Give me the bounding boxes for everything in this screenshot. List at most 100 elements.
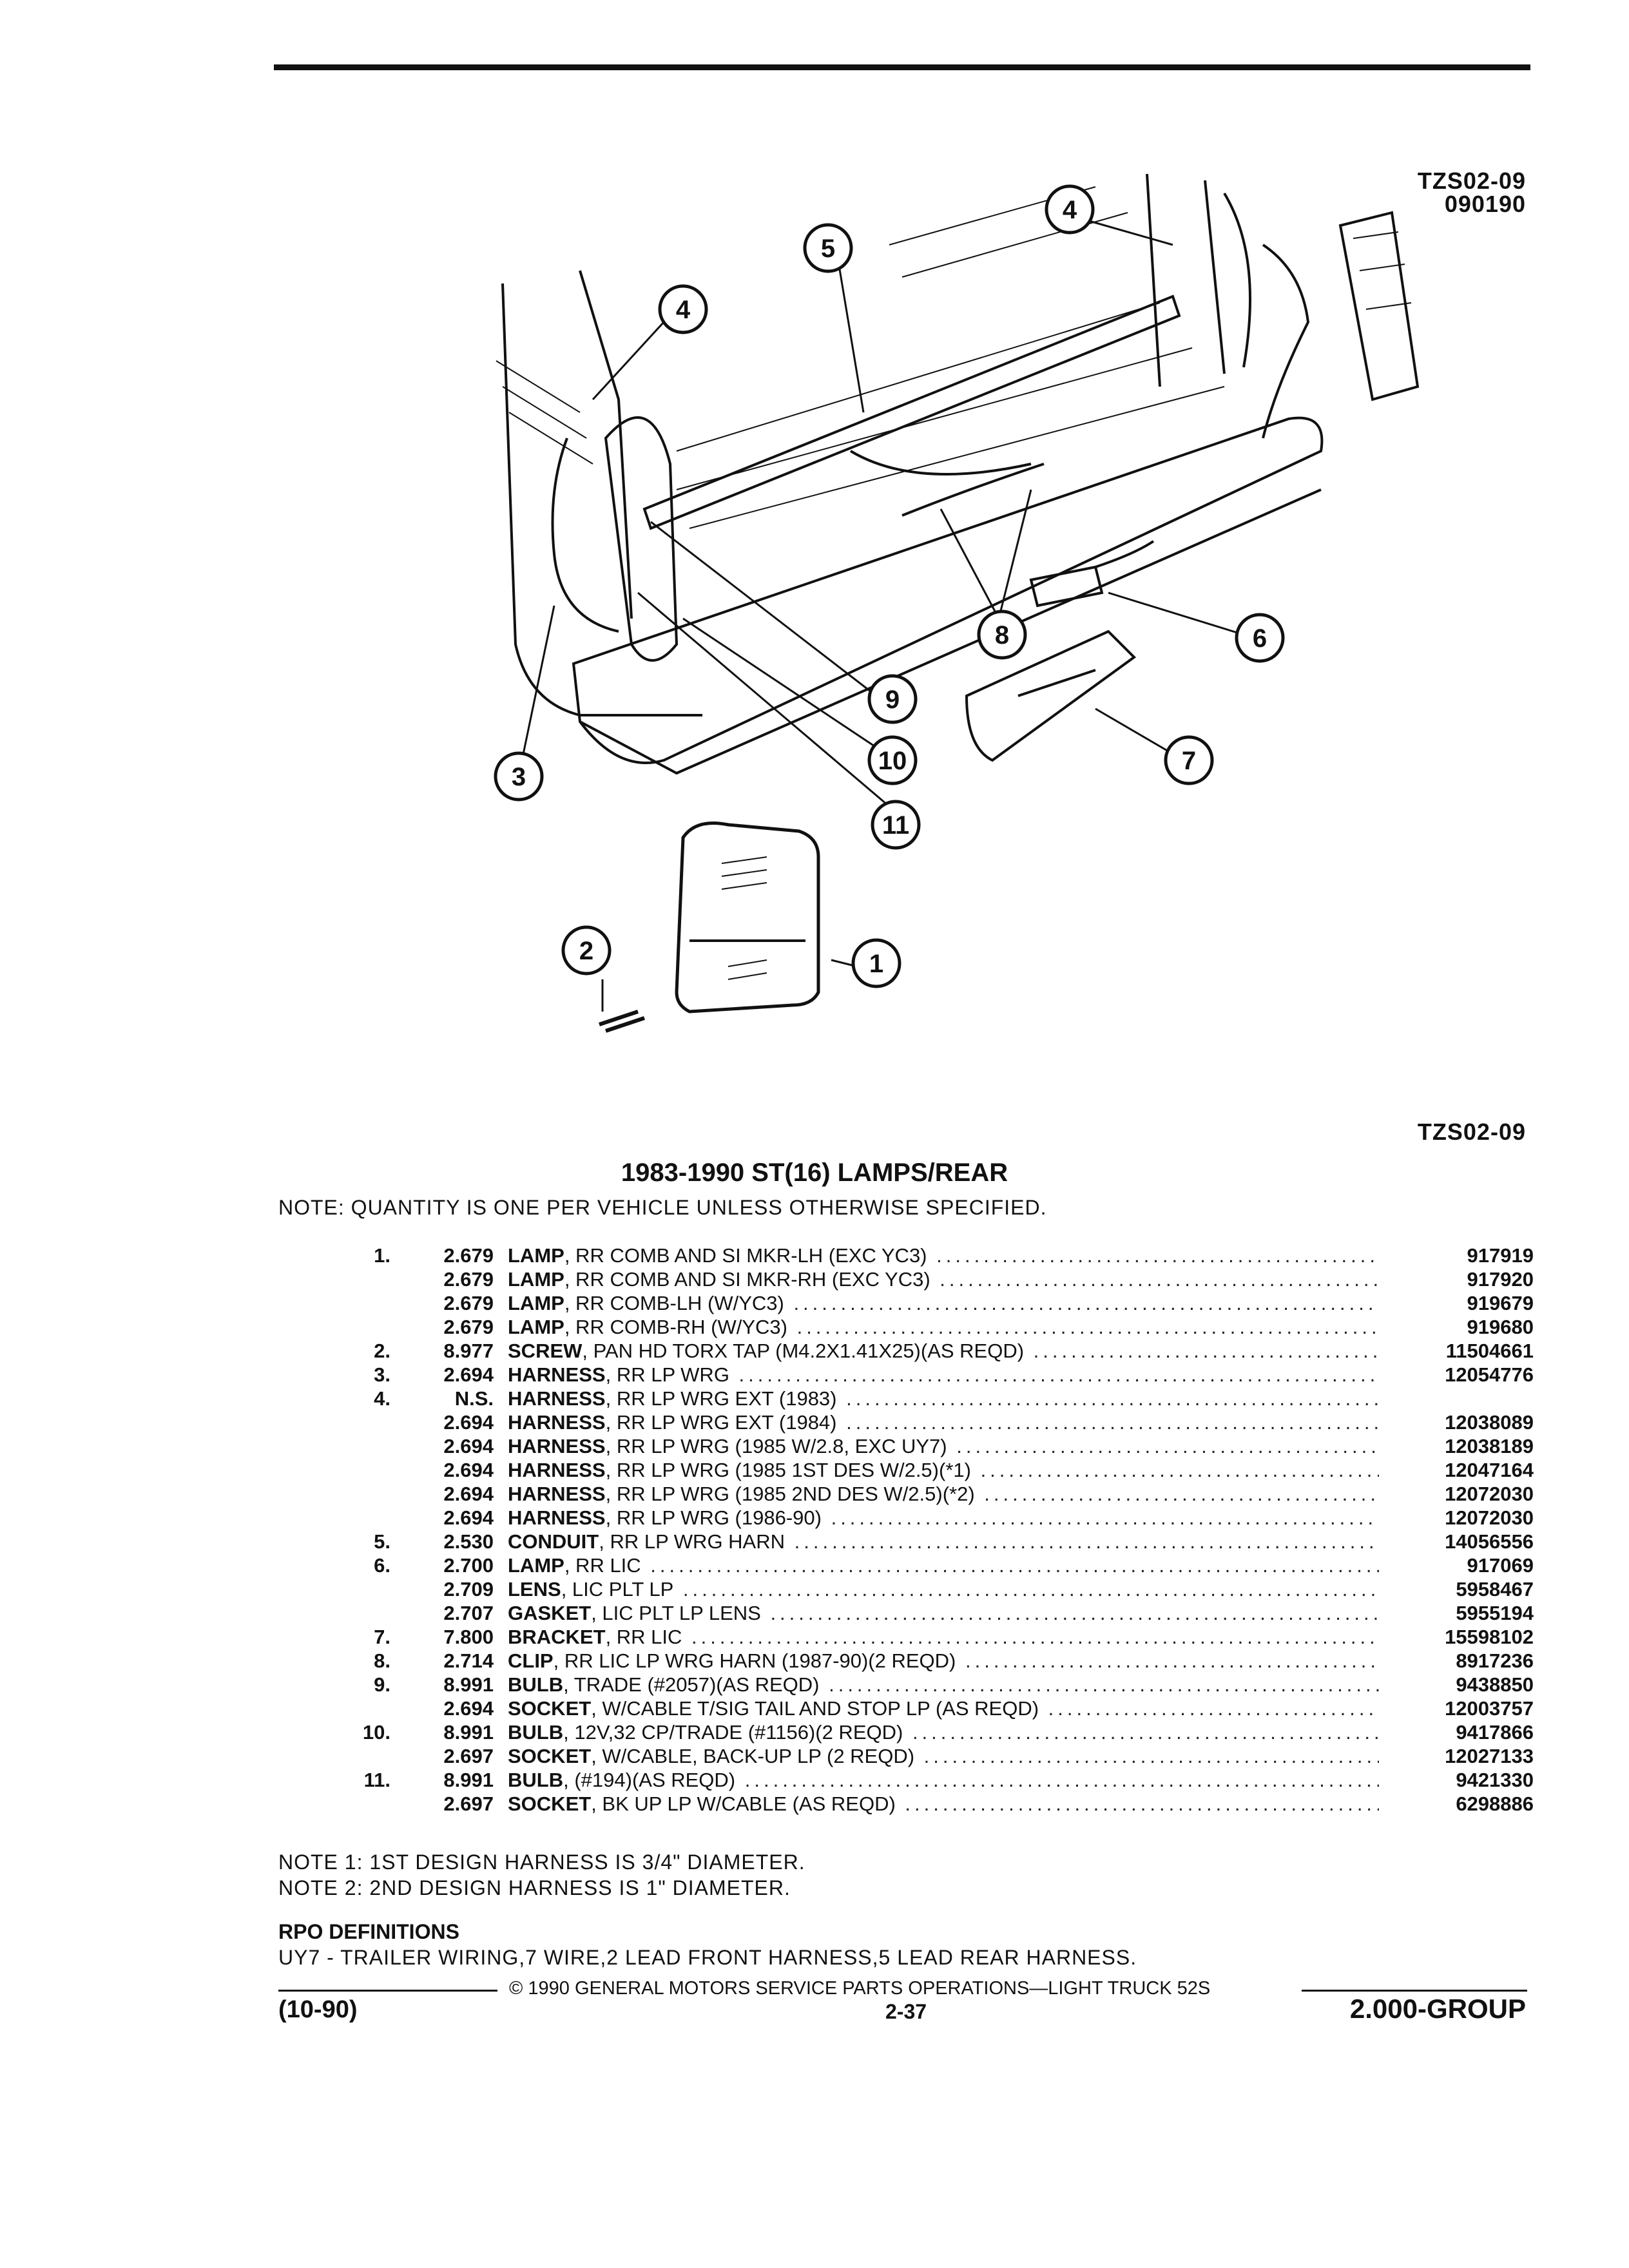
svg-text:5: 5 xyxy=(821,235,835,263)
top-rule xyxy=(274,64,1530,70)
part-key: 8. xyxy=(374,1649,390,1672)
leader-dots: ........................................… xyxy=(793,1292,1379,1314)
part-description: GASKET, LIC PLT LP LENS ................… xyxy=(508,1601,1379,1625)
callout-3: 3 xyxy=(494,751,544,802)
harness-left xyxy=(551,437,619,633)
part-group: 2.694 xyxy=(443,1411,494,1434)
part-name: LENS xyxy=(508,1578,561,1600)
part-description: HARNESS, RR LP WRG EXT (1983) ..........… xyxy=(508,1387,1379,1410)
leader-dots: ........................................… xyxy=(770,1602,1379,1624)
part-number: 9421330 xyxy=(1456,1769,1534,1791)
callout-5: 5 xyxy=(803,223,853,273)
part-description: BRACKET, RR LIC ........................… xyxy=(508,1625,1379,1649)
svg-text:11: 11 xyxy=(882,811,909,840)
part-name: SOCKET xyxy=(508,1745,592,1767)
part-detail: , RR LP WRG EXT (1984) xyxy=(605,1411,837,1434)
part-key: 2. xyxy=(374,1340,390,1362)
part-group: N.S. xyxy=(454,1387,494,1410)
leader-dots: ........................................… xyxy=(691,1626,1379,1648)
part-name: HARNESS xyxy=(508,1459,606,1481)
part-group: 8.977 xyxy=(443,1340,494,1362)
footer-date: (10-90) xyxy=(278,1996,358,2023)
part-number: 12054776 xyxy=(1445,1363,1534,1386)
part-description: LAMP, RR COMB-RH (W/YC3) ...............… xyxy=(508,1315,1379,1339)
part-group: 2.694 xyxy=(443,1506,494,1529)
part-number: 9438850 xyxy=(1456,1673,1534,1696)
part-detail: , RR LIC LP WRG HARN (1987-90)(2 REQD) xyxy=(553,1649,956,1672)
part-detail: , RR LP WRG HARN xyxy=(599,1530,786,1553)
part-number: 917919 xyxy=(1467,1244,1534,1267)
callout-4-right: 4 xyxy=(1045,184,1095,235)
figure-code: TZS02-09 xyxy=(1417,1119,1526,1145)
leader-dots: ........................................… xyxy=(650,1554,1379,1577)
part-key: 4. xyxy=(374,1387,390,1410)
callout-7: 7 xyxy=(1164,735,1214,785)
part-number: 917069 xyxy=(1467,1554,1534,1577)
callout-8: 8 xyxy=(977,610,1027,660)
part-description: SCREW, PAN HD TORX TAP (M4.2X1.41X25)(AS… xyxy=(508,1339,1379,1363)
part-group: 8.991 xyxy=(443,1721,494,1744)
leader-dots: ........................................… xyxy=(744,1769,1379,1791)
footer-copyright: © 1990 GENERAL MOTORS SERVICE PARTS OPER… xyxy=(509,1978,1211,1999)
part-description: HARNESS, RR LP WRG (1985 W/2.8, EXC UY7)… xyxy=(508,1434,1379,1458)
ref-date: 090190 xyxy=(1444,191,1526,217)
part-number: 12003757 xyxy=(1445,1697,1534,1720)
svg-text:2: 2 xyxy=(579,937,593,965)
part-description: HARNESS, RR LP WRG .....................… xyxy=(508,1363,1379,1387)
part-name: LAMP xyxy=(508,1292,564,1314)
part-name: BRACKET xyxy=(508,1626,606,1648)
leader-dots: ........................................… xyxy=(940,1268,1379,1291)
body-left-edge xyxy=(579,270,633,619)
rear-bumper xyxy=(572,416,1324,764)
part-name: SOCKET xyxy=(508,1792,592,1815)
leader-dots: ........................................… xyxy=(796,1316,1379,1338)
part-detail: , W/CABLE, BACK-UP LP (2 REQD) xyxy=(591,1745,915,1767)
part-description: BULB, TRADE (#2057)(AS REQD) ...........… xyxy=(508,1673,1379,1696)
leader-dots: ........................................… xyxy=(923,1745,1379,1767)
part-number: 12027133 xyxy=(1445,1745,1534,1767)
part-group: 2.694 xyxy=(443,1697,494,1720)
part-number: 12038189 xyxy=(1445,1435,1534,1457)
part-group: 2.700 xyxy=(443,1554,494,1577)
leader-dots: ........................................… xyxy=(846,1411,1379,1434)
part-detail: , LIC PLT LP LENS xyxy=(591,1602,761,1624)
part-description: HARNESS, RR LP WRG (1985 2ND DES W/2.5)(… xyxy=(508,1482,1379,1506)
part-detail: , RR LP WRG (1986-90) xyxy=(605,1506,822,1529)
part-description: CONDUIT, RR LP WRG HARN ................… xyxy=(508,1530,1379,1553)
part-number: 12038089 xyxy=(1445,1411,1534,1434)
part-number: 919680 xyxy=(1467,1316,1534,1338)
leader-dots: ........................................… xyxy=(905,1792,1379,1815)
part-name: HARNESS xyxy=(508,1363,606,1386)
part-detail: , 12V,32 CP/TRADE (#1156)(2 REQD) xyxy=(563,1721,903,1744)
page-title: 1983-1990 ST(16) LAMPS/REAR xyxy=(621,1158,1008,1187)
svg-text:1: 1 xyxy=(869,950,883,978)
leader-dots: ........................................… xyxy=(829,1673,1379,1696)
part-description: LAMP, RR LIC ...........................… xyxy=(508,1553,1379,1577)
part-number: 8917236 xyxy=(1456,1649,1534,1672)
part-description: LAMP, RR COMB AND SI MKR-RH (EXC YC3) ..… xyxy=(508,1267,1379,1291)
part-detail: , W/CABLE T/SIG TAIL AND STOP LP (AS REQ… xyxy=(591,1697,1039,1720)
part-name: HARNESS xyxy=(508,1483,606,1505)
part-detail: , (#194)(AS REQD) xyxy=(563,1769,736,1791)
part-detail: , RR LP WRG (1985 W/2.8, EXC UY7) xyxy=(605,1435,947,1457)
leader-dots: ........................................… xyxy=(794,1530,1379,1553)
part-key: 1. xyxy=(374,1244,390,1267)
ref-code: TZS02-09 xyxy=(1417,168,1526,194)
part-name: HARNESS xyxy=(508,1411,606,1434)
part-group: 7.800 xyxy=(443,1626,494,1648)
part-number: 12047164 xyxy=(1445,1459,1534,1481)
part-description: SOCKET, W/CABLE, BACK-UP LP (2 REQD) ...… xyxy=(508,1744,1379,1768)
footer-group: 2.000-GROUP xyxy=(1349,1994,1526,2024)
part-group: 8.991 xyxy=(443,1673,494,1696)
part-number: 14056556 xyxy=(1445,1530,1534,1553)
svg-text:8: 8 xyxy=(995,621,1009,649)
